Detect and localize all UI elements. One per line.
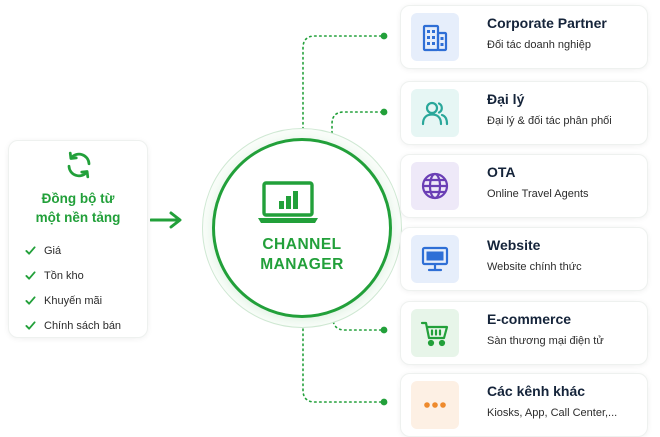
channel-subtitle: Đối tác doanh nghiệp	[487, 39, 591, 51]
channel-icon-box	[411, 89, 459, 137]
hub-label-line1: CHANNEL	[262, 236, 342, 253]
channel-subtitle: Online Travel Agents	[487, 188, 589, 200]
check-icon	[25, 296, 36, 305]
channel-subtitle: Website chính thức	[487, 261, 582, 273]
channel-card-dai-ly: Đại lý Đại lý & đối tác phân phối	[400, 81, 648, 145]
sync-icon	[67, 151, 91, 179]
channel-title: Các kênh khác	[487, 383, 586, 399]
channel-card-other: Các kênh khác Kiosks, App, Call Center,.…	[400, 373, 648, 437]
more-dots-icon	[424, 402, 446, 408]
channel-title: Đại lý	[487, 91, 525, 107]
channel-title: E-commerce	[487, 311, 572, 327]
check-icon	[25, 271, 36, 280]
channel-title: Website	[487, 237, 541, 253]
channel-subtitle: Kiosks, App, Call Center,...	[487, 407, 618, 419]
channel-icon-box	[411, 13, 459, 61]
globe-icon	[421, 172, 449, 200]
channel-title: OTA	[487, 164, 516, 180]
channel-subtitle: Đại lý & đối tác phân phối	[487, 115, 612, 127]
sync-item: Chính sách bán	[25, 313, 121, 338]
check-icon	[25, 321, 36, 330]
channel-card-ota: OTA Online Travel Agents	[400, 154, 648, 218]
sync-item-label: Giá	[44, 244, 62, 257]
channel-card-corporate-partner: Corporate Partner Đối tác doanh nghiệp	[400, 5, 648, 69]
sync-item: Tồn kho	[25, 263, 121, 288]
sync-title-line2: một nền tảng	[35, 210, 121, 225]
sync-panel: Đồng bộ từ một nền tảng Giá Tồn kho Khuy…	[8, 140, 148, 338]
sync-item-label: Chính sách bán	[44, 319, 122, 332]
arrow-right-icon	[150, 211, 182, 229]
channel-card-ecommerce: E-commerce Sàn thương mại điện tử	[400, 301, 648, 365]
check-icon	[25, 246, 36, 255]
channel-icon-box	[411, 235, 459, 283]
users-icon	[421, 101, 449, 126]
sync-item-list: Giá Tồn kho Khuyến mãi Chính sách bán	[25, 238, 121, 338]
channel-icon-box	[411, 309, 459, 357]
channel-subtitle: Sàn thương mại điện tử	[487, 335, 604, 347]
sync-item: Giá	[25, 238, 121, 263]
channel-manager-hub	[212, 138, 392, 318]
sync-title-line1: Đồng bộ từ	[41, 191, 115, 206]
sync-item: Khuyến mãi	[25, 288, 121, 313]
channel-icon-box	[411, 162, 459, 210]
monitor-icon	[421, 246, 449, 272]
channel-icon-box	[411, 381, 459, 429]
sync-item-label: Tồn kho	[44, 269, 84, 282]
channel-card-website: Website Website chính thức	[400, 227, 648, 291]
laptop-chart-icon	[258, 181, 318, 223]
channel-title: Corporate Partner	[487, 15, 607, 31]
cart-icon	[420, 321, 449, 347]
sync-item-label: Khuyến mãi	[44, 294, 103, 307]
hub-label-line2: MANAGER	[260, 256, 344, 273]
building-icon	[422, 24, 448, 52]
